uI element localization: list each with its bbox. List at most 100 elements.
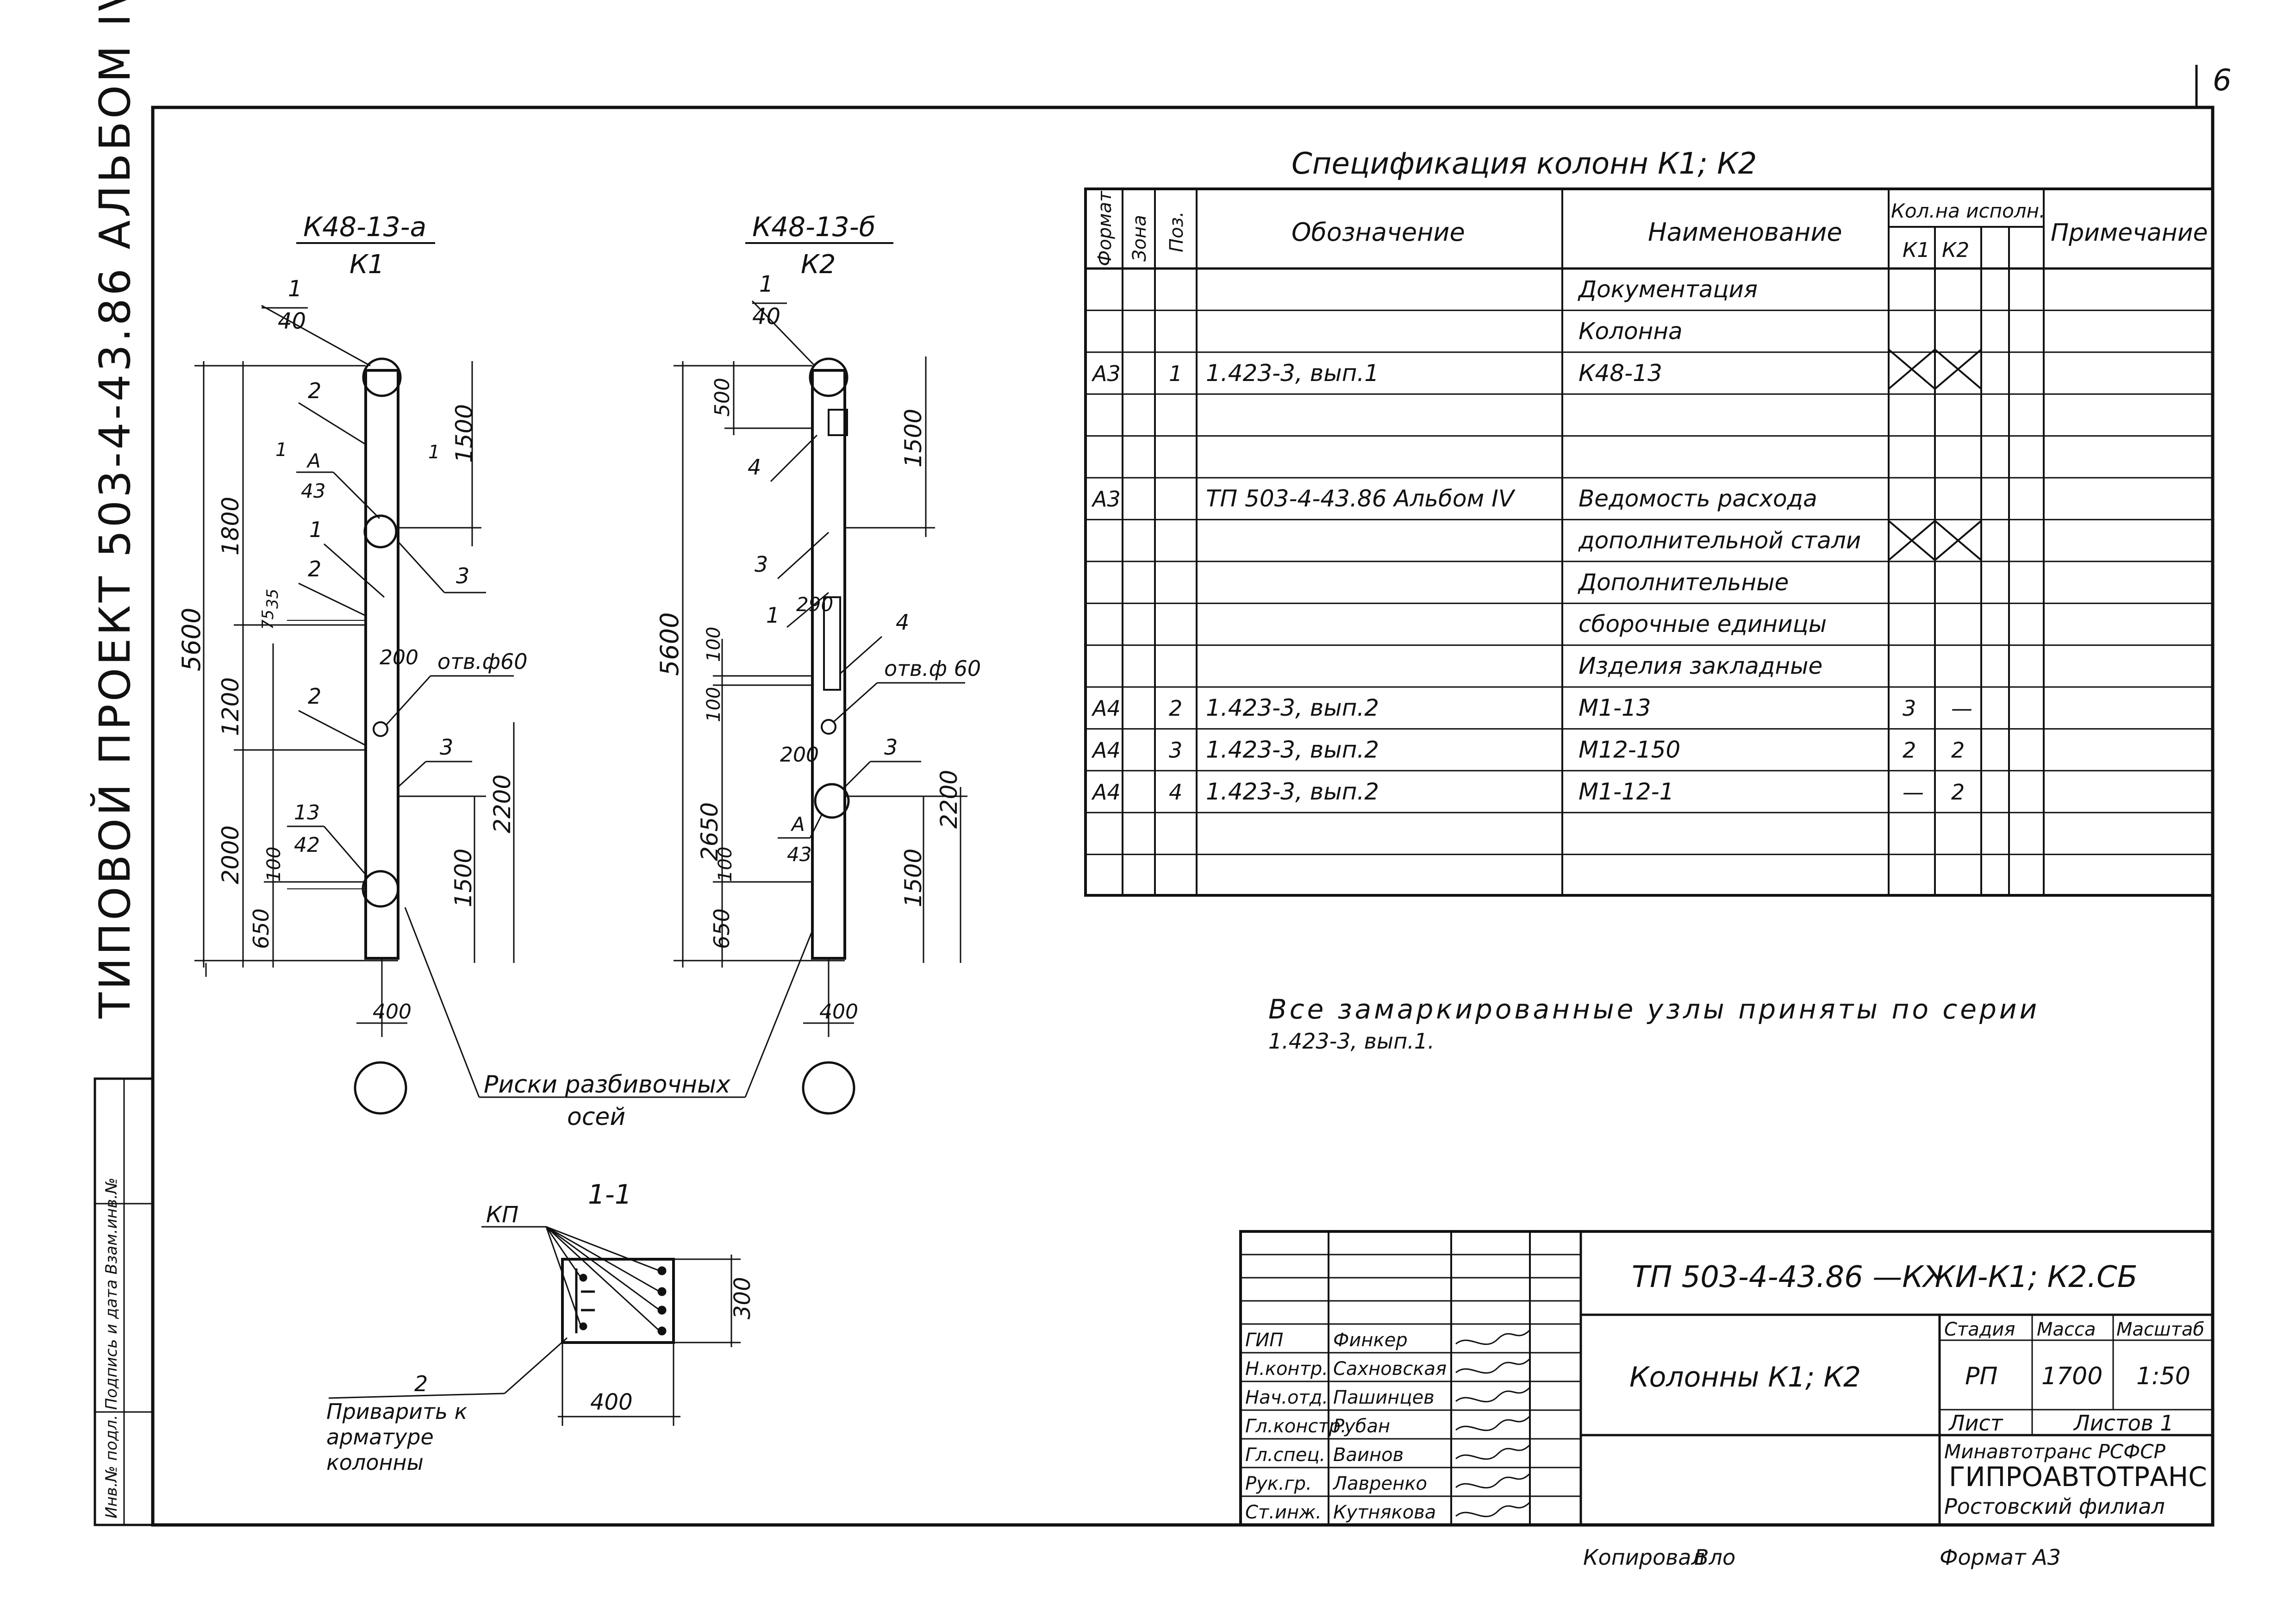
- signature-6: [1455, 1501, 1531, 1518]
- k1-dim-100: 100: [263, 847, 285, 882]
- spec-row-10-pos: 2: [1169, 696, 1182, 721]
- spec-row-1-name: Колонна: [1578, 318, 1683, 344]
- tb-role-5: Рук.гр.: [1245, 1473, 1312, 1494]
- spec-row-11-pos: 3: [1169, 737, 1182, 762]
- k1-callout-13-bot: 42: [294, 833, 320, 857]
- spec-row-6-name: дополнительной стали: [1578, 527, 1861, 554]
- spec-h-format: Формат: [1094, 190, 1116, 266]
- column-k1-elevation: К48-13-а К1 5600 1800 1200 2000 650 100 …: [177, 211, 528, 1115]
- tb-org2: ГИПРОАВТОТРАНС: [1949, 1461, 2207, 1493]
- k1-dim-200: 200: [380, 646, 418, 669]
- spec-row-5-name: Ведомость расхода: [1578, 485, 1817, 512]
- weld-text-1: Приварить к: [326, 1399, 468, 1424]
- side-title: ТИПОВОЙ ПРОЕКТ 503-4-43.86 АЛЬБОМ IV: [90, 0, 140, 1019]
- note-line2: 1.423-3, вып.1.: [1268, 1029, 1435, 1054]
- k1-dim-35: 35: [263, 589, 282, 609]
- k1-pos-3a: 3: [456, 563, 469, 588]
- weld-number: 2: [414, 1371, 428, 1396]
- tb-mass: 1700: [2041, 1362, 2103, 1390]
- spec-row-8-name: сборочные единицы: [1578, 611, 1827, 637]
- tb-person-0: Финкер: [1333, 1330, 1408, 1351]
- weld-text-3: колонны: [326, 1450, 424, 1475]
- k2-dim-5600: 5600: [655, 612, 684, 676]
- note-line1: Все замаркированные узлы приняты по сери…: [1268, 993, 2040, 1025]
- k1-name: К1: [349, 250, 384, 280]
- k2-callout-1-40-top: 1: [759, 271, 774, 297]
- spec-row-2-format: А3: [1091, 361, 1121, 386]
- spec-h-k1: К1: [1903, 238, 1930, 262]
- section-1-1: 1-1 КП 300 400 2 Приварить к арматуре ко…: [326, 1179, 755, 1475]
- tb-drawing-name: Колонны К1; К2: [1629, 1361, 1861, 1393]
- k2-dim-500: 500: [711, 378, 734, 417]
- k1-cut-left: 1: [275, 439, 287, 461]
- tb-role-3: Гл.констр.: [1245, 1416, 1347, 1437]
- copy-label: Копировал: [1583, 1545, 1705, 1570]
- k2-dim-200: 200: [780, 743, 819, 767]
- signature-0: [1455, 1329, 1531, 1345]
- copy-sign: Вло: [1694, 1545, 1735, 1570]
- side-stamp: Инв.№ подл. Подпись и дата Взам.инв.№: [94, 1077, 154, 1526]
- k1-dim-2000: 2000: [217, 825, 244, 884]
- k2-dim-2200: 2200: [936, 770, 962, 829]
- spec-row-11-designation: 1.423-3, вып.2: [1206, 736, 1379, 763]
- k2-pos-1: 1: [766, 603, 780, 628]
- spec-row-11-name: М12-150: [1578, 736, 1680, 763]
- tb-role-4: Гл.спец.: [1245, 1444, 1325, 1466]
- spec-row-10-k1: 3: [1903, 696, 1916, 721]
- k1-dim-1500-bot: 1500: [450, 849, 477, 907]
- spec-row-12-name: М1-12-1: [1578, 778, 1674, 805]
- k2-dim-100b: 100: [703, 687, 724, 722]
- k1-dim-5600: 5600: [177, 608, 206, 671]
- column-k2-elevation: К48-13-б К2 5600 500 100 100 2650 650 10…: [655, 211, 981, 1115]
- k1-cut-right: 1: [428, 442, 440, 463]
- tb-person-6: Кутнякова: [1333, 1502, 1436, 1523]
- tb-person-1: Сахновская: [1333, 1358, 1447, 1380]
- k1-callout-13-top: 13: [294, 801, 320, 824]
- risk-label-line1: Риски разбивочных: [484, 1071, 731, 1099]
- k2-pos-4b: 4: [896, 610, 909, 635]
- spec-row-12-format: А4: [1091, 780, 1121, 805]
- k2-pos-3b: 3: [884, 735, 898, 760]
- signature-2: [1455, 1387, 1531, 1403]
- tb-role-2: Нач.отд.: [1245, 1387, 1328, 1408]
- spec-row-12-k2: 2: [1951, 780, 1965, 805]
- k2-dim-1500-bot: 1500: [900, 849, 927, 907]
- spec-table: Спецификация колонн К1; К2 Формат Зона П…: [1084, 147, 2214, 897]
- kp-label: КП: [486, 1202, 518, 1228]
- side-stamp-label: Инв.№ подл. Подпись и дата Взам.инв.№: [102, 1178, 121, 1518]
- k2-pos-3a: 3: [755, 552, 768, 577]
- k1-callout-A-bot: 43: [301, 480, 325, 502]
- tb-stage-h: Стадия: [1944, 1319, 2015, 1340]
- k2-dim-1500-top: 1500: [900, 409, 927, 468]
- k1-dim-1200: 1200: [217, 677, 244, 736]
- k1-dim-2200: 2200: [489, 775, 516, 833]
- spec-h-pos: Поз.: [1166, 211, 1187, 252]
- tb-sheet: Лист: [1948, 1411, 2003, 1436]
- spec-h-designation: Обозначение: [1292, 218, 1465, 247]
- k1-dim-1500-top: 1500: [451, 404, 478, 463]
- spec-row-12-designation: 1.423-3, вып.2: [1206, 778, 1379, 805]
- spec-title: Спецификация колонн К1; К2: [1292, 147, 1757, 181]
- tb-person-5: Лавренко: [1332, 1473, 1427, 1494]
- k2-pos-4a: 4: [748, 455, 761, 480]
- spec-row-11-k1: 2: [1903, 737, 1916, 762]
- spec-row-2-pos: 1: [1169, 361, 1182, 386]
- signature-3: [1455, 1415, 1531, 1431]
- tb-org3: Ростовский филиал: [1944, 1494, 2165, 1519]
- k1-callout-A-top: А: [306, 450, 321, 472]
- spec-row-5-format: А3: [1091, 487, 1121, 512]
- signature-5: [1455, 1473, 1531, 1489]
- tb-org1: Минавтотранс РСФСР: [1944, 1440, 2166, 1463]
- spec-h-name: Наименование: [1648, 218, 1842, 247]
- k1-pos-2b: 2: [308, 556, 321, 581]
- spec-h-note: Примечание: [2051, 219, 2208, 247]
- k1-mark: К48-13-а: [303, 211, 426, 243]
- tb-stage: РП: [1965, 1362, 1997, 1390]
- k1-dim-1800: 1800: [217, 497, 244, 556]
- tb-scale-h: Масштаб: [2116, 1319, 2204, 1340]
- k2-callout-1-40-bot: 40: [752, 304, 780, 330]
- k1-pos-2c: 2: [308, 684, 321, 709]
- section-label: 1-1: [588, 1179, 632, 1210]
- risk-label-line2: осей: [567, 1103, 625, 1131]
- tb-scale: 1:50: [2136, 1362, 2190, 1390]
